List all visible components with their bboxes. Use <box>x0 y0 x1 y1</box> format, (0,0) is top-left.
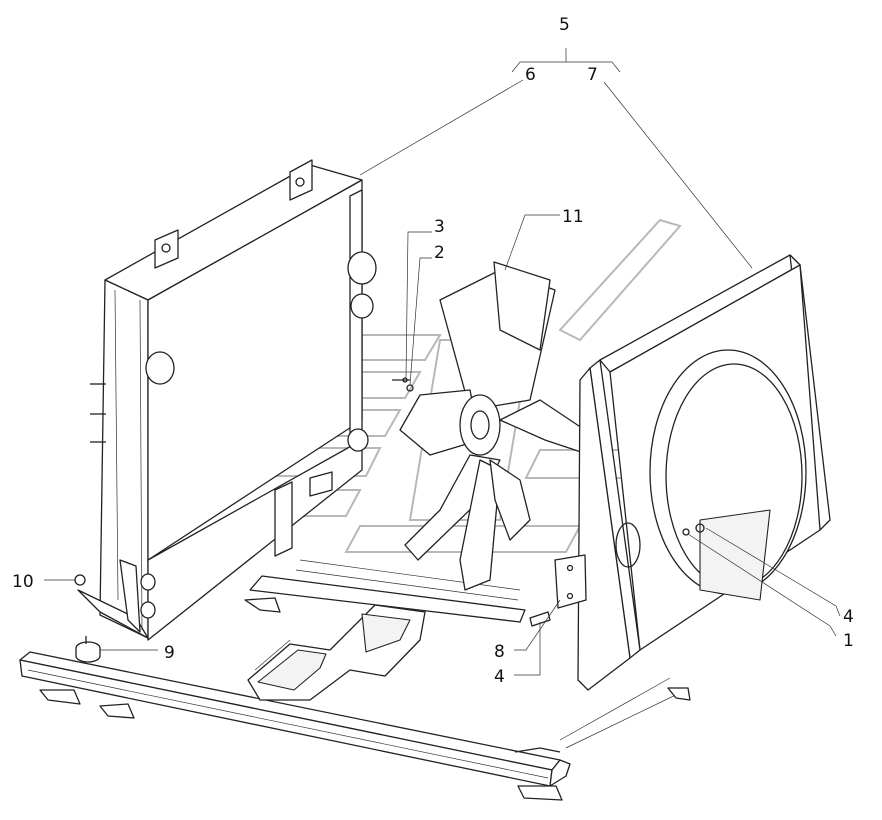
callout-8: 8 <box>494 642 505 662</box>
callout-7: 7 <box>587 65 598 85</box>
callout-1: 1 <box>843 631 854 651</box>
callout-9: 9 <box>164 643 175 663</box>
callout-4-lower: 4 <box>494 667 505 687</box>
fan-shroud <box>577 254 831 691</box>
callout-10: 10 <box>12 572 34 592</box>
base-frame <box>19 559 691 801</box>
callout-11: 11 <box>562 207 584 227</box>
callout-6: 6 <box>525 65 536 85</box>
fan <box>399 261 601 591</box>
callout-4-right: 4 <box>843 607 854 627</box>
leader-lines <box>44 48 841 676</box>
small-parts <box>74 377 587 663</box>
radiator <box>77 159 377 641</box>
callout-3: 3 <box>434 217 445 237</box>
callout-labels: 5 6 7 3 2 11 10 9 8 4 4 1 <box>12 15 854 687</box>
callout-5: 5 <box>559 15 570 35</box>
callout-2: 2 <box>434 243 445 263</box>
